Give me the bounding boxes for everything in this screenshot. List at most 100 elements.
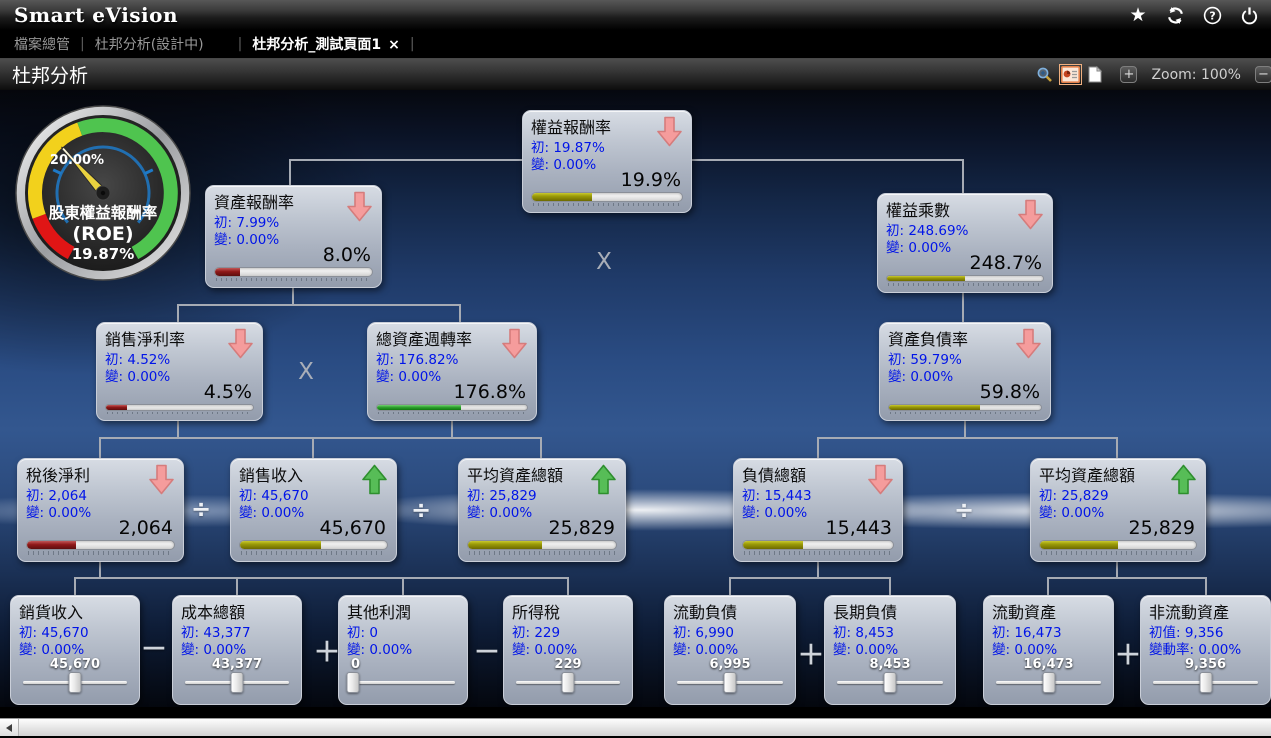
current-value: 45,670 [319,517,386,539]
scrollbar-thumb[interactable] [19,719,1271,736]
progress-fill [27,541,76,550]
metric-card-roa[interactable]: 資產報酬率初: 7.99%變: 0.00%8.0% [205,185,382,288]
metric-card-roe[interactable]: 權益報酬率初: 19.87%變: 0.00%19.9% [522,110,692,213]
gauge-tick-label: 20.00% [50,153,104,168]
initial-value: 初: 16,473 [992,625,1062,641]
metric-card-debt-ratio[interactable]: 資產負債率初: 59.79%變: 0.00%59.8% [879,322,1051,421]
favorite-star-icon[interactable]: ★ [1129,3,1147,26]
card-title: 平均資產總額 [467,465,564,485]
card-title: 銷貨收入 [19,602,84,622]
dupont-canvas: 20.00% 股東權益報酬率 (ROE) 19.87% 權益報酬率初: 19.8… [0,90,1271,707]
app-logo: Smart eVision [14,3,179,27]
gauge-dial-ticks [52,168,154,175]
export-report-icon[interactable] [1059,64,1083,85]
zoom-out-button[interactable]: − [1255,66,1271,83]
ruler-ticks [888,283,1042,286]
tab-separator: | [80,36,85,52]
slider[interactable] [1153,672,1258,693]
connector-lines [74,159,1207,595]
progress-fill [889,405,981,410]
tab-file-explorer[interactable]: 檔案總管 [14,37,70,53]
current-value: 19.9% [620,169,681,191]
progress-bar [531,192,683,202]
slider-thumb[interactable] [723,672,737,693]
new-page-icon[interactable] [1088,66,1103,83]
slider-thumb[interactable] [1199,672,1212,693]
slider[interactable] [23,672,127,693]
initial-value: 初: 8,453 [833,625,894,641]
current-value: 176.8% [453,381,526,403]
tab-dupont-testpage[interactable]: 杜邦分析_測試頁面1× [252,37,400,53]
refresh-icon[interactable] [1165,5,1185,25]
change-value: 變: 0.00% [376,369,442,385]
tab-dupont-design[interactable]: 杜邦分析(設計中) [94,37,204,53]
slider[interactable] [185,672,289,693]
close-tab-icon[interactable]: × [388,37,400,53]
current-value: 248.7% [969,252,1042,274]
progress-fill [887,276,965,282]
scroll-left-button[interactable] [0,719,19,736]
slider-area: 0 [346,655,457,694]
tab-separator: | [409,36,415,52]
slider-area: 8,453 [835,655,945,694]
ruler-ticks [378,411,526,414]
slider-thumb[interactable] [230,672,244,693]
slider[interactable] [677,672,783,693]
change-value: 變: 0.00% [239,505,305,521]
progress-fill [106,405,127,410]
change-value: 變: 0.00% [1039,505,1105,521]
initial-value: 初: 59.79% [888,352,962,368]
progress-fill [1040,541,1118,550]
initial-value: 初: 43,377 [181,625,251,641]
slider[interactable] [996,672,1101,693]
current-value: 15,443 [825,517,892,539]
slider-thumb[interactable] [561,672,575,693]
gauge-yellow-zone [28,122,83,219]
power-icon[interactable] [1239,5,1259,25]
slider-value: 45,670 [49,657,101,672]
metric-card-asset-turnover[interactable]: 總資產週轉率初: 176.82%變: 0.00%176.8% [367,322,537,421]
slider[interactable] [837,672,943,693]
current-value: 59.8% [979,381,1040,403]
slider[interactable] [516,672,620,693]
slider-value: 8,453 [869,657,911,672]
slider-value: 43,377 [211,657,263,672]
slider-thumb[interactable] [883,672,897,693]
slider-value: 9,356 [1184,657,1227,672]
slider-value: 229 [554,657,582,672]
slider-thumb[interactable] [68,672,82,693]
gauge-subtitle: (ROE) [72,223,133,245]
slider-thumb[interactable] [346,672,360,693]
operator-minus: − [140,627,168,667]
horizontal-scrollbar[interactable] [0,718,1271,736]
card-title: 其他利潤 [347,602,412,622]
help-icon[interactable]: ? [1202,5,1222,25]
change-value: 變: 0.00% [992,642,1058,658]
metric-card-net-profit-margin[interactable]: 銷售淨利率初: 4.52%變: 0.00%4.5% [96,322,263,421]
current-value: 25,829 [548,517,615,539]
slider-value: 6,995 [709,657,751,672]
slider-thumb[interactable] [1042,672,1055,693]
gauge-inner-dial [55,145,151,224]
zoom-in-button[interactable]: + [1120,66,1138,83]
change-value: 變: 0.00% [214,232,280,248]
initial-value: 初: 2,064 [26,488,87,504]
current-value: 4.5% [203,381,252,403]
metric-card-equity-multiplier[interactable]: 權益乘數初: 248.69%變: 0.00%248.7% [877,193,1053,293]
slider[interactable] [346,672,455,693]
operator-plus: + [797,633,825,673]
magnifier-zoom-icon[interactable] [1036,66,1053,83]
